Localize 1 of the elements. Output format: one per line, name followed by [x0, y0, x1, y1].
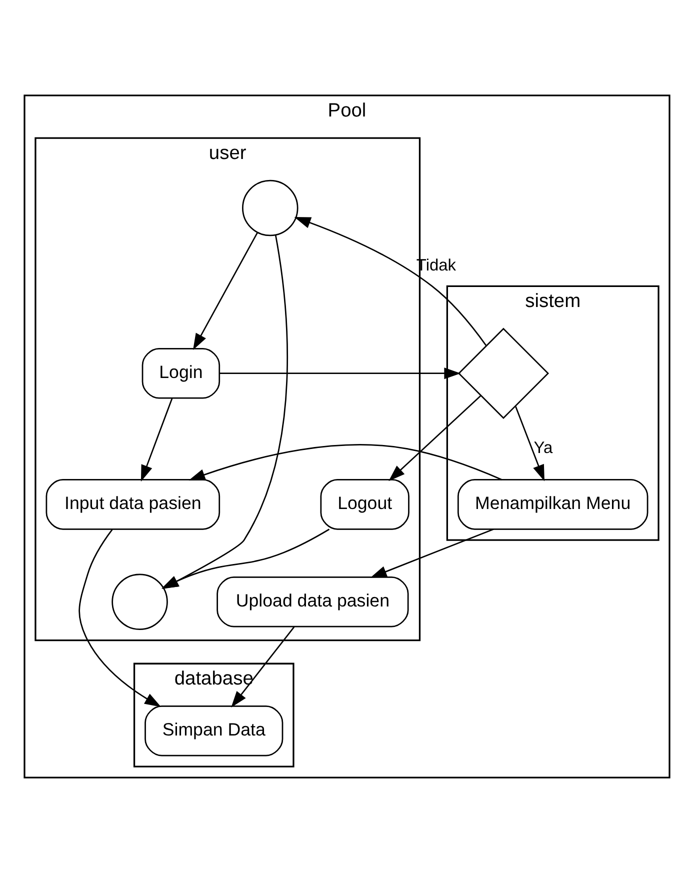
edge-label: Ya	[534, 439, 553, 458]
